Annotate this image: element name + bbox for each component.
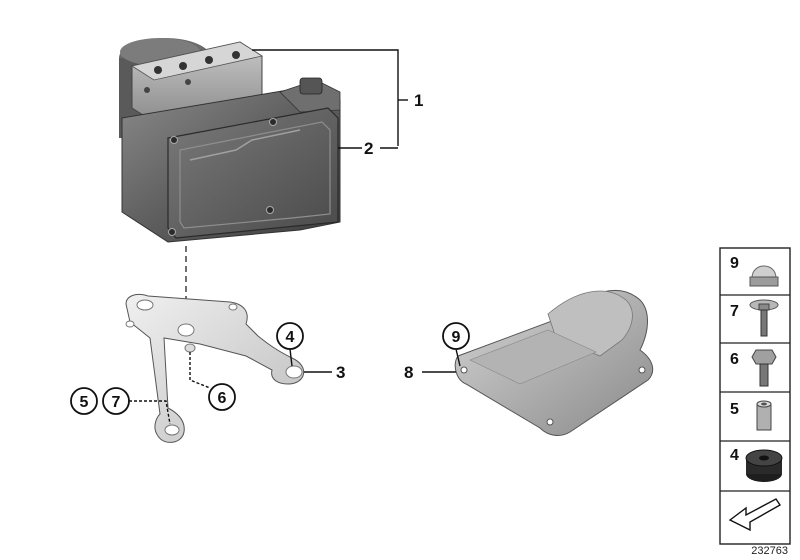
parts-legend-panel: 9 7 6 5 4 bbox=[719, 247, 791, 545]
callout-1-label: 1 bbox=[414, 91, 423, 110]
legend-4-number: 4 bbox=[730, 447, 739, 464]
rubber-grommet-icon bbox=[745, 449, 783, 482]
circled-7-label: 7 bbox=[112, 394, 121, 411]
cover-plate bbox=[454, 289, 654, 436]
circled-6-label: 6 bbox=[218, 390, 227, 407]
circled-callout-7: 7 bbox=[102, 387, 171, 425]
legend-6-number: 6 bbox=[730, 351, 739, 368]
callout-2-label: 2 bbox=[364, 139, 373, 158]
circled-9-label: 9 bbox=[452, 329, 461, 346]
legend-7-number: 7 bbox=[730, 303, 739, 320]
callout-8-label: 8 bbox=[404, 363, 413, 382]
circled-4-label: 4 bbox=[286, 329, 295, 346]
callout-3-label: 3 bbox=[336, 363, 345, 382]
arrow-icon bbox=[728, 498, 781, 532]
hex-bolt-icon bbox=[751, 349, 777, 387]
cap-nut-icon bbox=[749, 265, 779, 287]
legend-5-number: 5 bbox=[730, 401, 739, 418]
circled-callout-9: 9 bbox=[442, 322, 470, 367]
circled-callout-5: 5 bbox=[70, 387, 98, 415]
legend-9-number: 9 bbox=[730, 255, 739, 272]
circled-callout-4: 4 bbox=[276, 322, 304, 367]
circled-5-label: 5 bbox=[80, 394, 89, 411]
callout-2: 2 bbox=[338, 139, 398, 158]
callout-3: 3 bbox=[304, 363, 345, 382]
washer-screw-icon bbox=[749, 299, 779, 337]
diagram-id: 232763 bbox=[751, 545, 788, 557]
spacer-sleeve-icon bbox=[756, 400, 772, 431]
mounting-bracket bbox=[125, 293, 304, 443]
callout-1: 1 bbox=[252, 49, 423, 146]
abs-control-unit bbox=[119, 38, 341, 243]
callout-8: 8 bbox=[404, 363, 456, 382]
circled-callout-6: 6 bbox=[189, 352, 236, 411]
